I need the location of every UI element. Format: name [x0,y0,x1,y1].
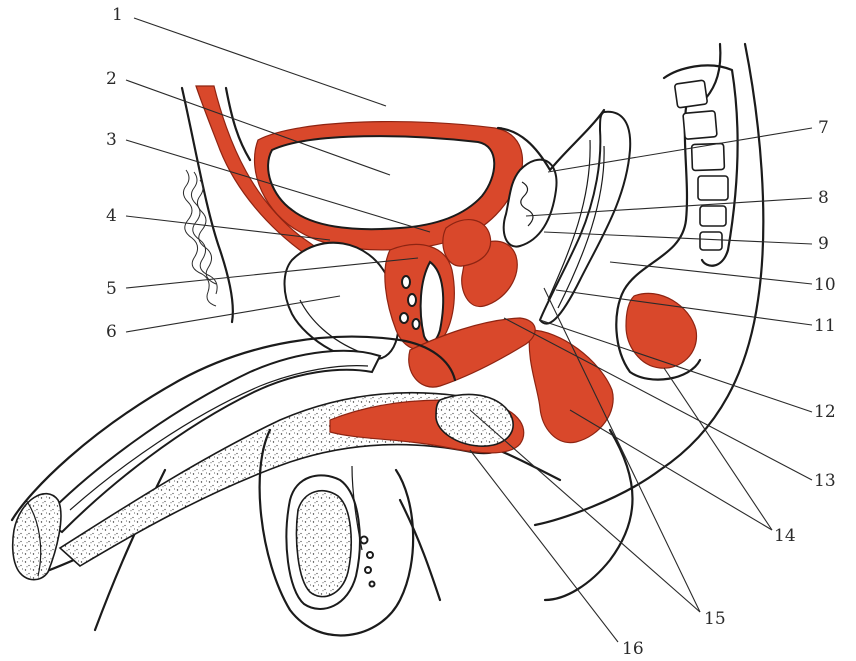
leader-14b [570,410,772,530]
leader-15b [470,410,700,612]
label-16: 16 [622,639,644,659]
label-1: 1 [112,5,123,25]
leader-16 [470,450,618,642]
label-7: 7 [818,118,829,138]
leader-14a [664,368,772,530]
leader-7 [548,128,812,172]
label-4: 4 [106,206,117,226]
label-3: 3 [106,130,117,150]
spermatic-cord-vessels [361,537,375,587]
label-6: 6 [106,322,117,342]
label-12: 12 [814,402,836,422]
leader-8 [526,198,812,216]
label-2: 2 [106,69,117,89]
label-13: 13 [814,471,836,491]
label-11: 11 [814,316,836,336]
leader-1 [134,18,386,106]
sacrum [664,65,738,265]
prostatic-urethra [421,262,444,342]
rectum [540,112,630,324]
label-15: 15 [704,609,726,629]
label-9: 9 [818,234,829,254]
label-8: 8 [818,188,829,208]
perineal-body-muscle [529,330,613,443]
label-5: 5 [106,279,117,299]
label-14: 14 [774,526,796,546]
pubic-hair [183,170,217,306]
label-10: 10 [814,275,836,295]
